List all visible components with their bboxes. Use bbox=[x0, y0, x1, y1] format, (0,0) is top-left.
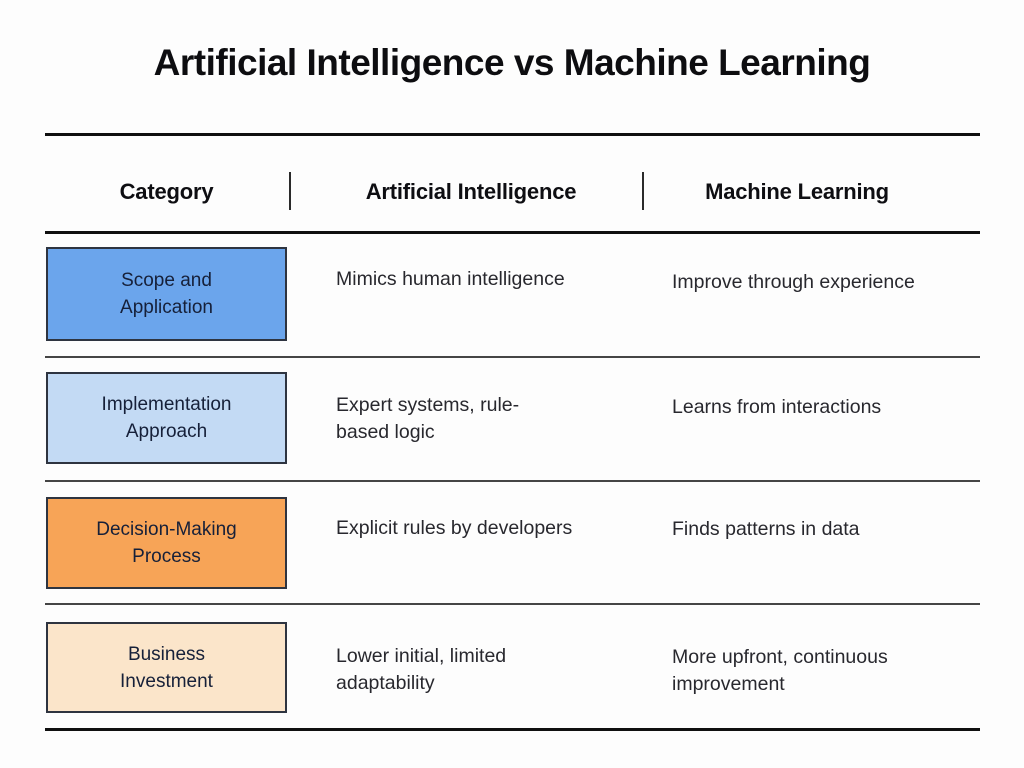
category-box-implementation-approach: Implementation Approach bbox=[46, 372, 287, 464]
category-box-label: Business Investment bbox=[120, 643, 213, 692]
ml-cell-row-2: Learns from interactions bbox=[672, 396, 882, 418]
column-header-artificial-intelligence: Artificial Intelligence bbox=[365, 179, 577, 204]
category-box-scope-and-application: Scope and Application bbox=[46, 247, 287, 341]
divider-bottom bbox=[45, 728, 980, 731]
divider-header bbox=[45, 231, 980, 234]
ai-cell-row-1: Mimics human intelligence bbox=[336, 268, 565, 290]
ml-cell-row-1: Improve through experience bbox=[672, 271, 915, 293]
page-title: Artificial Intelligence vs Machine Learn… bbox=[153, 42, 871, 83]
header-separator-2 bbox=[642, 172, 644, 210]
category-box-business-investment: Business Investment bbox=[46, 622, 287, 713]
ai-cell-row-3: Explicit rules by developers bbox=[336, 517, 573, 539]
column-header-category: Category bbox=[119, 179, 214, 204]
row-separator-1 bbox=[45, 356, 980, 358]
category-box-decision-making-process: Decision-Making Process bbox=[46, 497, 287, 589]
row-separator-2 bbox=[45, 480, 980, 482]
column-header-machine-learning: Machine Learning bbox=[705, 179, 889, 204]
category-box-label: Scope and Application bbox=[120, 270, 213, 318]
ml-cell-row-4: More upfront, continuous improvement bbox=[672, 646, 888, 695]
ml-cell-row-3: Finds patterns in data bbox=[672, 518, 860, 540]
header-separator-1 bbox=[289, 172, 291, 210]
category-box-label: Decision-Making Process bbox=[96, 519, 237, 567]
category-box-label: Implementation Approach bbox=[101, 394, 232, 442]
ai-cell-row-4: Lower initial, limited adaptability bbox=[336, 645, 507, 694]
ai-cell-row-2: Expert systems, rule-based logic bbox=[336, 394, 520, 443]
divider-top bbox=[45, 133, 980, 136]
row-separator-3 bbox=[45, 603, 980, 605]
